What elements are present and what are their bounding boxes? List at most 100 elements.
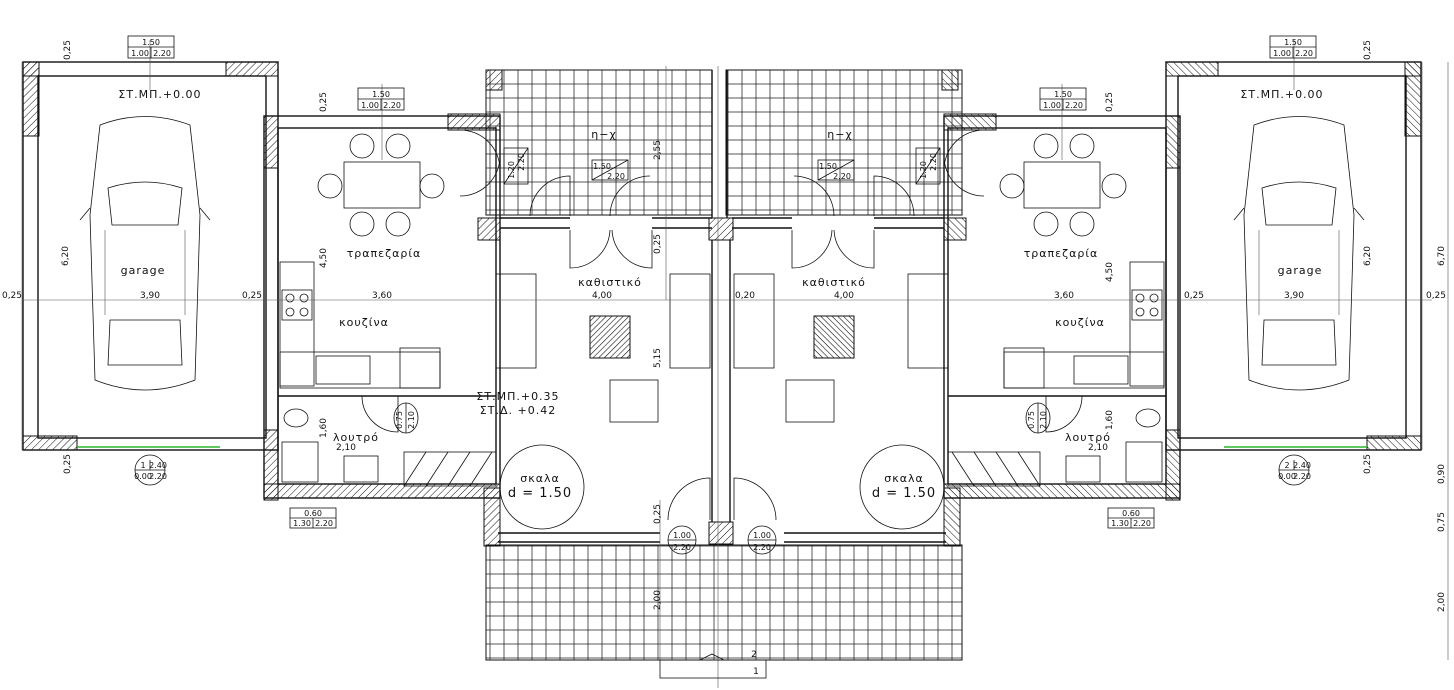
svg-text:1.20: 1.20 [919,161,928,179]
svg-text:4,50: 4,50 [319,248,329,268]
floor-level-label: ΣΤ.ΜΠ.+0.35 [476,390,559,403]
svg-text:1.50: 1.50 [372,90,390,99]
svg-text:2.10: 2.10 [1039,411,1048,429]
left-garage-level: ΣΤ.ΜΠ.+0.00 [118,88,201,101]
front-terrace-tiles [485,69,963,661]
svg-text:2.20: 2.20 [607,172,625,181]
svg-text:2.20: 2.20 [1295,49,1313,58]
car-icon [79,116,211,391]
svg-text:2.20: 2.20 [673,543,691,552]
svg-text:0,25: 0,25 [653,504,663,524]
svg-text:2.20: 2.20 [149,472,167,481]
svg-text:1.50: 1.50 [142,38,160,47]
svg-text:6,20: 6,20 [61,246,71,266]
window-tag-left-garage: 1.50 1.00 2.20 [127,35,175,59]
car-icon [1233,116,1365,391]
section-mark-2: 2 [751,650,757,660]
left-furniture [79,116,711,530]
svg-text:1.20: 1.20 [507,161,516,179]
right-stair-diameter: d = 1.50 [872,486,936,501]
svg-text:5,15: 5,15 [653,348,663,368]
left-stair-label: σκαλα [520,472,559,485]
garage-door-tag-left: 1 2.40 0.00 2.20 [134,454,167,486]
svg-text:2,55: 2,55 [653,140,663,160]
svg-text:1,60: 1,60 [1105,410,1115,430]
left-stair-diameter: d = 1.50 [508,486,572,501]
svg-text:0.75: 0.75 [1027,411,1036,429]
svg-text:4,50: 4,50 [1105,262,1115,282]
svg-text:1.00: 1.00 [361,101,379,110]
right-dining-label: τραπεζαρία [1024,247,1099,260]
svg-text:2,00: 2,00 [653,590,663,610]
door-tag-left-bath: 0.75 2.10 [393,402,419,434]
svg-text:3,60: 3,60 [1054,291,1074,301]
svg-text:2,00: 2,00 [1437,592,1447,612]
svg-text:2.40: 2.40 [149,461,167,470]
svg-text:2.20: 2.20 [383,101,401,110]
svg-text:0,25: 0,25 [1426,291,1446,301]
left-room-labels: ΣΤ.ΜΠ.+0.00 garage τραπεζαρία κουζίνα κα… [118,88,640,501]
window-tag-left-bath: 0.60 1.30 2.20 [289,507,337,529]
svg-text:2,10: 2,10 [336,443,356,453]
dining-chairs [317,133,445,237]
svg-text:6,70: 6,70 [1437,246,1447,266]
svg-text:0,25: 0,25 [1363,454,1373,474]
svg-text:2.40: 2.40 [1293,461,1311,470]
svg-text:2: 2 [1284,461,1289,470]
right-bath-label: λουτρό [1065,431,1111,444]
right-garage-level: ΣΤ.ΜΠ.+0.00 [1240,88,1323,101]
svg-text:3,90: 3,90 [1284,291,1304,301]
section-mark-1: 1 [753,667,759,677]
svg-text:1.50: 1.50 [1284,38,1302,47]
svg-text:2.20: 2.20 [1133,519,1151,528]
right-room-labels: ΣΤ.ΜΠ.+0.00 garage τραπεζαρία κουζίνα κα… [802,88,1323,501]
svg-text:1.30: 1.30 [1111,519,1129,528]
svg-text:2.20: 2.20 [315,519,333,528]
window-tag-right-bath: 0.60 1.30 2.20 [1107,507,1155,529]
right-living-label: καθιστικό [802,276,866,289]
svg-text:2.10: 2.10 [407,411,416,429]
right-stair-label: σκαλα [884,472,923,485]
left-dining-label: τραπεζαρία [347,247,422,260]
left-bath-label: λουτρό [333,431,379,444]
right-kitchen-label: κουζίνα [1055,316,1105,329]
window-tag-right-dining: 1.50 1.00 2.20 [1039,87,1087,111]
svg-text:0,25: 0,25 [2,291,22,301]
svg-text:2.20: 2.20 [753,543,771,552]
svg-text:0,25: 0,25 [653,234,663,254]
svg-text:0.75: 0.75 [395,411,404,429]
svg-text:6,20: 6,20 [1363,246,1373,266]
svg-text:0,20: 0,20 [735,291,755,301]
svg-text:2,10: 2,10 [1088,443,1108,453]
svg-text:0,25: 0,25 [319,92,329,112]
left-hall-label: η−χ [591,128,617,141]
window-tag-left-hall-2: 1.50 2.20 [591,159,629,181]
svg-text:3,60: 3,60 [372,291,392,301]
svg-text:1.50: 1.50 [593,162,611,171]
svg-text:2.20: 2.20 [517,153,526,171]
svg-text:0.00: 0.00 [1278,472,1296,481]
svg-text:0,90: 0,90 [1437,464,1447,484]
svg-text:0,25: 0,25 [242,291,262,301]
svg-text:2.20: 2.20 [153,49,171,58]
right-hall-label: η−χ [827,128,853,141]
svg-text:2.20: 2.20 [1065,101,1083,110]
svg-text:1.30: 1.30 [293,519,311,528]
svg-text:1.00: 1.00 [1273,49,1291,58]
left-kitchen-label: κουζίνα [339,316,389,329]
svg-text:2.20: 2.20 [929,153,938,171]
svg-text:0.00: 0.00 [134,472,152,481]
right-garage-label: garage [1278,264,1323,277]
svg-text:4,00: 4,00 [592,291,612,301]
door-tag-right-entry: 1.00 2.20 [747,525,777,555]
opening-tags: 1.50 1.00 2.20 1.50 1.00 2.20 1.50 1.00 … [127,35,1317,555]
svg-text:1: 1 [140,461,145,470]
svg-text:1,60: 1,60 [319,418,329,438]
svg-text:1.50: 1.50 [819,162,837,171]
svg-text:1.00: 1.00 [1043,101,1061,110]
svg-text:0,25: 0,25 [1363,40,1373,60]
window-tag-left-hall-1: 1.20 2.20 [503,147,529,185]
svg-text:0,25: 0,25 [63,454,73,474]
floor-elevation-label: ΣΤ.Δ. +0.42 [480,404,556,417]
